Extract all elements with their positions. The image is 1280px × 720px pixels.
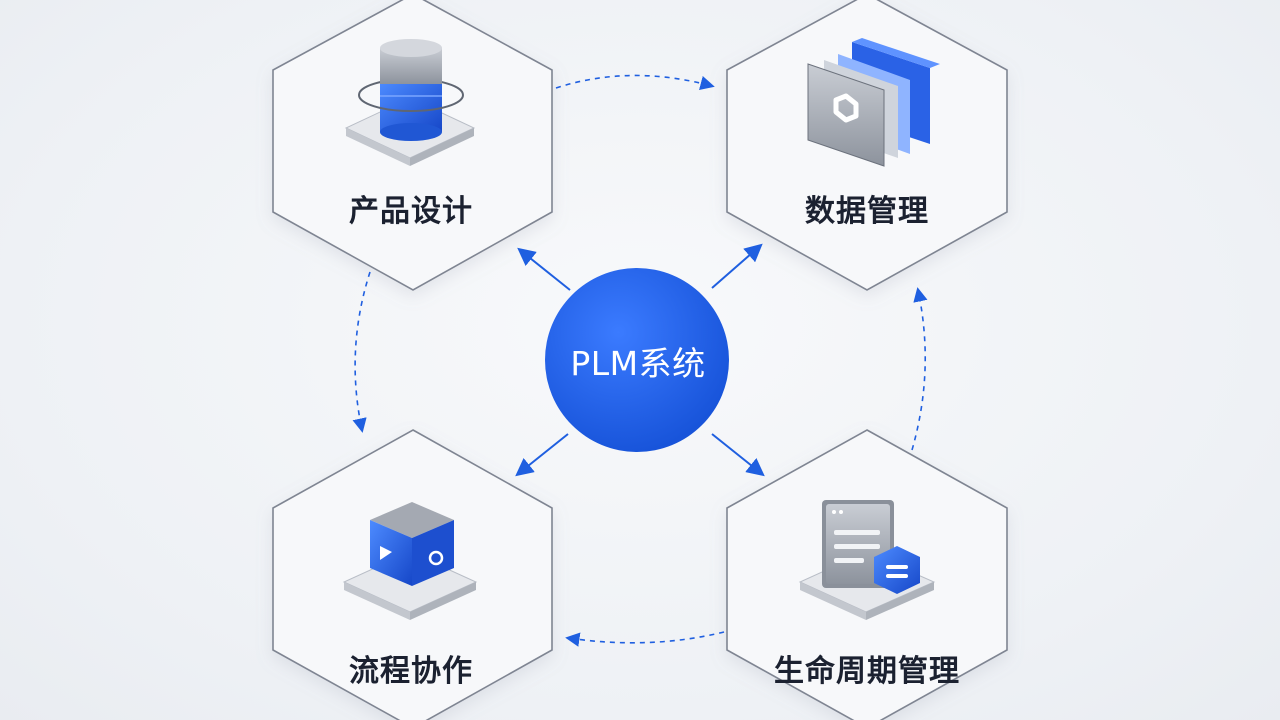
cycle-arrow-lifecycle-to-data [911, 287, 928, 451]
radial-arrow-to-lifecycle-management [711, 433, 765, 477]
cycle-arrow-design-to-process [352, 271, 371, 433]
cycle-arrow-lifecycle-to-process [565, 631, 725, 647]
document-shield-icon [798, 500, 936, 620]
cycle-arrow-design-to-data [555, 74, 715, 90]
workflow-cube-icon [342, 502, 478, 620]
node-label-process-collaboration: 流程协作 [349, 654, 473, 689]
server-stack-icon [344, 39, 476, 166]
radial-arrow-to-data-management [711, 243, 763, 289]
plm-center-label: PLM系统 [570, 344, 706, 383]
radial-arrow-to-product-design [517, 247, 571, 291]
data-cards-icon [807, 38, 940, 167]
node-label-data-management: 数据管理 [805, 194, 929, 229]
plm-center-circle [545, 268, 729, 452]
node-label-lifecycle-management: 生命周期管理 [774, 654, 960, 689]
node-label-product-design: 产品设计 [349, 194, 473, 229]
radial-arrow-to-process-collaboration [515, 433, 569, 477]
